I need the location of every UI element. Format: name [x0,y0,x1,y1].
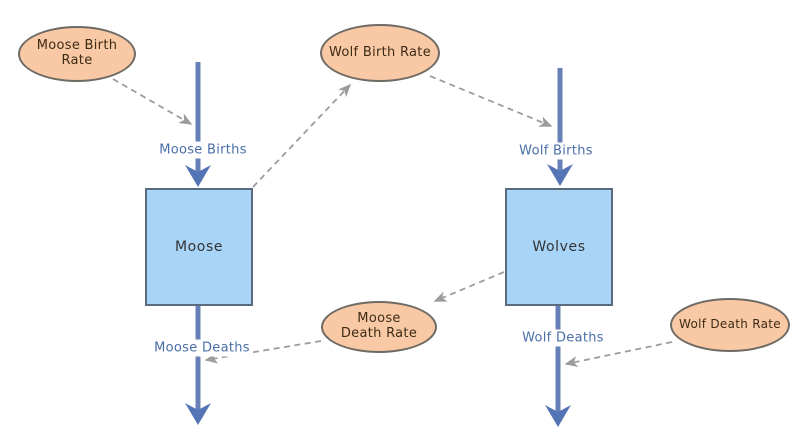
flow-label-wolf-births: Wolf Births [516,142,596,160]
converter-moose-death-rate-label: Moose Death Rate [340,311,418,341]
flow-label-moose-births: Moose Births [156,141,250,159]
stock-moose-label: Moose [174,239,224,255]
flow-arrowhead-moose-births-icon [185,165,211,187]
converter-moose-death-rate: Moose Death Rate [321,301,437,353]
converter-wolf-birth-rate: Wolf Birth Rate [320,24,440,82]
connector-moose-birth-rate-to-moose-births [112,78,193,125]
stock-wolves: Wolves [505,188,613,306]
connector-moose-death-rate-to-moose-deaths [204,340,322,364]
converter-moose-birth-rate-label: Moose Birth Rate [36,38,118,68]
converter-wolf-death-rate: Wolf Death Rate [670,298,790,352]
flow-label-wolf-deaths: Wolf Deaths [519,329,607,347]
flow-label-moose-deaths: Moose Deaths [151,339,253,357]
stock-wolves-label: Wolves [532,239,586,255]
connector-wolves-to-moose-death-rate [433,271,505,302]
stock-moose: Moose [145,188,253,306]
flow-arrowhead-wolf-births-icon [547,164,573,186]
connector-moose-to-wolf-birth-rate [252,83,352,188]
converter-moose-birth-rate: Moose Birth Rate [18,26,136,82]
converter-wolf-birth-rate-label: Wolf Birth Rate [328,44,432,60]
flow-arrowhead-wolf-deaths-icon [545,405,571,427]
connector-wolf-birth-rate-to-wolf-births [429,75,553,127]
converter-wolf-death-rate-label: Wolf Death Rate [679,317,781,332]
connector-wolf-death-rate-to-wolf-deaths [564,341,673,368]
flow-arrowhead-moose-deaths-icon [185,403,211,425]
